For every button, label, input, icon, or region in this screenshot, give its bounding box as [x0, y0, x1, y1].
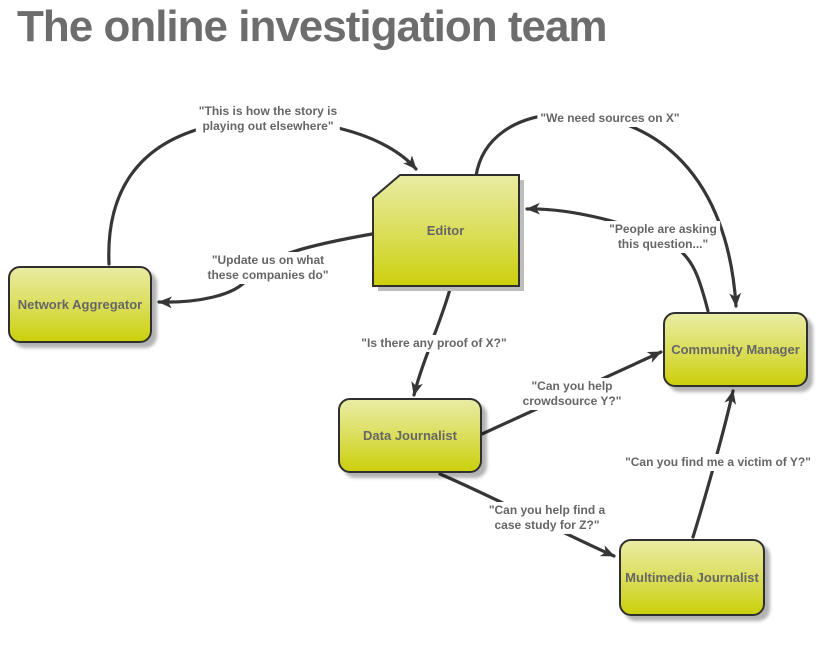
node-multimedia-journalist-label: Multimedia Journalist [625, 570, 759, 585]
edge-label-people-asking: "People are asking this question..." [606, 221, 720, 253]
edge-label-line: this question..." [617, 237, 709, 251]
edge-label-case-study: "Can you help find a case study for Z?" [485, 502, 609, 534]
edge-label-line: "We need sources on X" [540, 111, 680, 125]
edge-label-line: "Can you help [531, 379, 613, 393]
edge-label-update-companies: "Update us on what these companies do" [204, 252, 332, 284]
node-editor-label: Editor [426, 223, 465, 238]
edge-label-story-elsewhere: "This is how the story is playing out el… [195, 103, 341, 135]
node-data-journalist-label: Data Journalist [363, 428, 457, 443]
edge-label-line: "This is how the story is [198, 104, 338, 118]
page-title: The online investigation team [17, 2, 608, 51]
edge-story-elsewhere[interactable] [107, 118, 418, 266]
editor-shape-body [372, 174, 520, 287]
edge-label-line: playing out elsewhere" [202, 119, 334, 133]
node-data-journalist[interactable]: Data Journalist [338, 398, 482, 473]
node-network-aggregator-label: Network Aggregator [17, 297, 143, 312]
edge-label-line: "Can you find me a victim of Y?" [625, 455, 811, 469]
editor-shape [372, 174, 524, 291]
edge-label-line: case study for Z?" [494, 518, 600, 532]
edge-label-find-victim: "Can you find me a victim of Y?" [622, 454, 814, 471]
edge-label-line: "Can you help find a [488, 503, 606, 517]
node-community-manager[interactable]: Community Manager [663, 312, 808, 387]
edge-label-line: these companies do" [207, 268, 329, 282]
edge-label-crowdsource: "Can you help crowdsource Y?" [519, 378, 625, 410]
edge-label-line: crowdsource Y?" [522, 394, 622, 408]
edge-label-any-proof: "Is there any proof of X?" [358, 335, 510, 352]
node-network-aggregator[interactable]: Network Aggregator [8, 266, 152, 343]
node-multimedia-journalist[interactable]: Multimedia Journalist [619, 539, 765, 616]
edge-label-line: "Update us on what [211, 253, 325, 267]
node-editor[interactable]: Editor [372, 174, 525, 293]
edge-label-line: "Is there any proof of X?" [361, 336, 507, 350]
edge-label-line: "People are asking [609, 222, 717, 236]
edge-label-need-sources: "We need sources on X" [537, 110, 683, 127]
node-community-manager-label: Community Manager [671, 342, 800, 357]
